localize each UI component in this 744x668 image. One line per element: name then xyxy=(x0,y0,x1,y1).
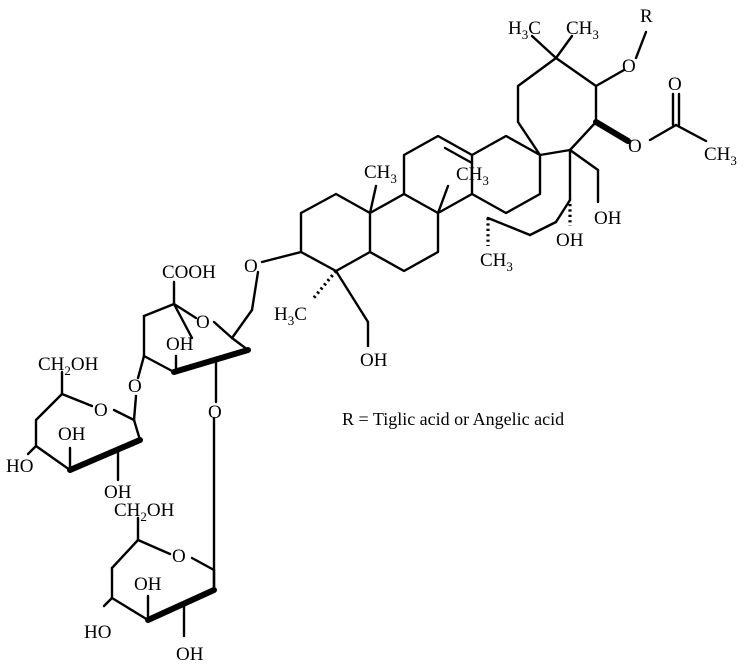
c10-methyl-bond xyxy=(368,184,378,215)
gal-c3-c2 xyxy=(34,444,72,472)
gal-c5-o xyxy=(60,392,94,408)
label-ch2oh-gal: CH2OH xyxy=(38,354,99,378)
label-ch3-ring-c: CH3 xyxy=(456,164,489,188)
glca-ring-top xyxy=(142,302,194,340)
glca-bottom-wedge xyxy=(171,347,251,375)
double-bond-c12 xyxy=(443,146,474,165)
glca-c2-c1 xyxy=(230,336,250,352)
label-ch3-ring-a: CH3 xyxy=(364,162,397,186)
gal-c5-c4 xyxy=(34,392,64,422)
glc-c5-c4 xyxy=(110,538,140,570)
galactose-ring xyxy=(26,370,143,482)
c4-ch2oh-1 xyxy=(334,269,370,324)
label-oh-glc-4: OH xyxy=(134,574,162,595)
label-r: R xyxy=(640,6,653,27)
ring-c xyxy=(402,134,474,215)
glucose-ring xyxy=(102,416,217,638)
glc-bottom-wedge xyxy=(145,587,217,623)
glca-c1-o xyxy=(250,270,260,312)
c16-c15 xyxy=(554,198,572,224)
c28-ch2-1 xyxy=(568,148,600,172)
gal-c1-c2 xyxy=(132,418,142,442)
label-oh-c16: OH xyxy=(556,230,584,251)
c3-o-bond xyxy=(260,250,303,264)
glucuronic-acid-ring xyxy=(136,270,260,404)
label-ch3-acetyl: CH3 xyxy=(704,144,737,168)
label-o-glycosidic: O xyxy=(244,256,258,277)
glc-c3-c2 xyxy=(110,596,150,622)
glca-c1-up xyxy=(230,308,254,340)
label-oh-gal-4: OH xyxy=(58,424,86,445)
gem-methyl-1 xyxy=(530,34,558,60)
r-group-caption: R = Tiglic acid or Angelic acid xyxy=(342,409,564,429)
label-h3c-c4: H3C xyxy=(274,304,307,328)
c21-o-bond xyxy=(594,68,626,88)
ring-d xyxy=(470,134,542,215)
c22-acetate-wedge xyxy=(593,119,631,144)
label-o-acetyl: O xyxy=(628,136,642,157)
label-h3c-top: H3C xyxy=(508,18,541,42)
ring-a xyxy=(299,192,372,273)
label-o-glc-ring: O xyxy=(172,546,186,567)
label-oh-c23: OH xyxy=(360,350,388,371)
glca-c4-o-bond xyxy=(136,354,146,380)
glca-c4-c3b xyxy=(142,354,176,374)
c4-methyl-dash xyxy=(310,269,338,302)
glca-ring-o-c1 xyxy=(212,320,234,340)
glc-o-c1 xyxy=(190,556,216,572)
ring-d-lower xyxy=(486,216,532,237)
label-oh-glca-3: OH xyxy=(166,334,194,355)
aglycone-skeleton xyxy=(260,30,708,348)
label-o-gal-ring: O xyxy=(94,400,108,421)
o-r-bond xyxy=(634,30,648,60)
gal-bottom-wedge xyxy=(67,437,143,473)
label-ch2oh-glc: CH2OH xyxy=(114,500,175,524)
c17-c18 xyxy=(538,148,572,157)
label-oh-c28: OH xyxy=(594,208,622,229)
label-o-glca-2: O xyxy=(208,402,222,423)
ring-e xyxy=(516,56,598,157)
label-oh-glc-2: OH xyxy=(176,644,204,665)
label-ho-glc-3: HO xyxy=(84,622,111,643)
gal-ho3-bond xyxy=(26,444,38,456)
label-ch3-ring-c2: CH3 xyxy=(480,250,513,274)
label-ho-gal-3: HO xyxy=(6,456,33,477)
label-o-glca-4: O xyxy=(128,376,142,397)
label-o-ester: O xyxy=(622,56,636,77)
label-o-carbonyl: O xyxy=(668,74,682,95)
acetate-c-ch3 xyxy=(674,123,708,143)
label-o-glca-ring: O xyxy=(196,312,210,333)
glc-ho3-bond xyxy=(102,596,114,608)
label-oh-gal-2: OH xyxy=(104,482,132,503)
ring-d-lower-2 xyxy=(528,220,558,237)
label-cooh: COOH xyxy=(162,262,216,283)
label-ch3-top: CH3 xyxy=(566,18,599,42)
gem-methyl-2 xyxy=(554,34,574,60)
glc-c5-o xyxy=(136,538,172,556)
gal-c1-link xyxy=(132,394,138,422)
glca-ring-c5-o xyxy=(172,302,198,320)
gal-o-c1 xyxy=(112,408,136,422)
methyl-bond-c8 xyxy=(436,184,450,215)
atom-labels: H3C CH3 R O O O CH3 CH3 CH3 CH3 OH OH O … xyxy=(6,6,737,665)
ring-b xyxy=(368,192,440,273)
acetate-o-c xyxy=(648,123,678,142)
